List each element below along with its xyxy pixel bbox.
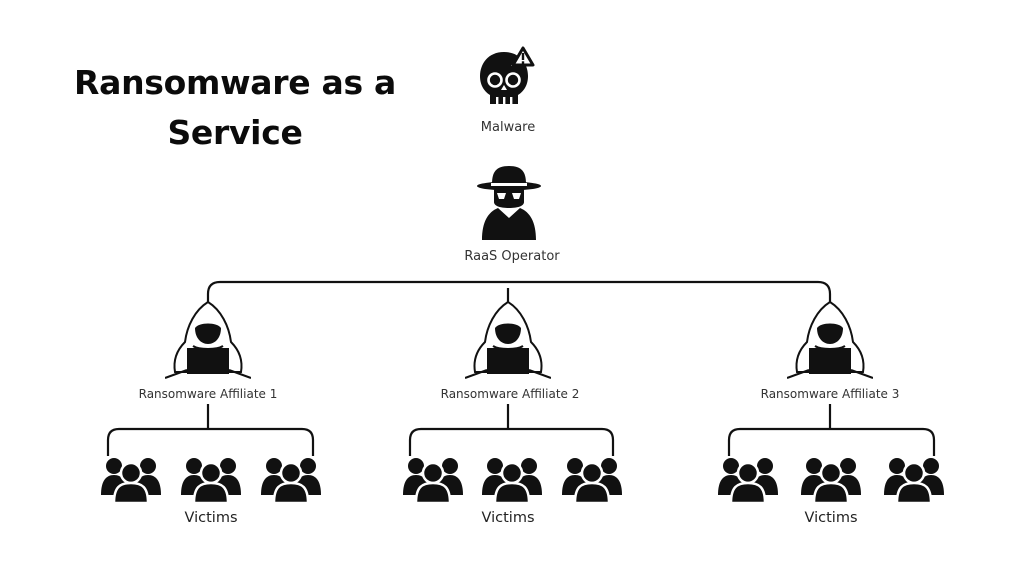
people-group-icon [801, 458, 861, 503]
people-group-icon [718, 458, 778, 503]
hooded-hacker-laptop-icon [787, 300, 873, 379]
people-group-icon [181, 458, 241, 503]
people-group-icon [884, 458, 944, 503]
diagram-title: Ransomware as a Service [74, 63, 396, 152]
operator-bracket [206, 280, 832, 312]
victims-1-label: Victims [184, 510, 238, 526]
victims-2-label: Victims [481, 510, 535, 526]
malware-label: Malware [480, 120, 536, 135]
affiliate-1-label: Ransomware Affiliate 1 [138, 387, 278, 401]
people-group-icon [482, 458, 542, 503]
people-group-icon [403, 458, 463, 503]
affiliate-3-label: Ransomware Affiliate 3 [760, 387, 900, 401]
skull-warning-icon [480, 46, 535, 104]
hooded-hacker-laptop-icon [165, 300, 251, 379]
people-group-icon [101, 458, 161, 503]
hooded-hacker-laptop-icon [465, 300, 551, 379]
people-group-icon [261, 458, 321, 503]
victims-3-bracket [727, 427, 936, 456]
spy-icon [477, 166, 541, 240]
operator-label: RaaS Operator [464, 249, 560, 264]
affiliate-2-label: Ransomware Affiliate 2 [440, 387, 580, 401]
victims-3-label: Victims [804, 510, 858, 526]
people-group-icon [562, 458, 622, 503]
victims-1-bracket [106, 427, 315, 456]
victims-2-bracket [408, 427, 615, 456]
